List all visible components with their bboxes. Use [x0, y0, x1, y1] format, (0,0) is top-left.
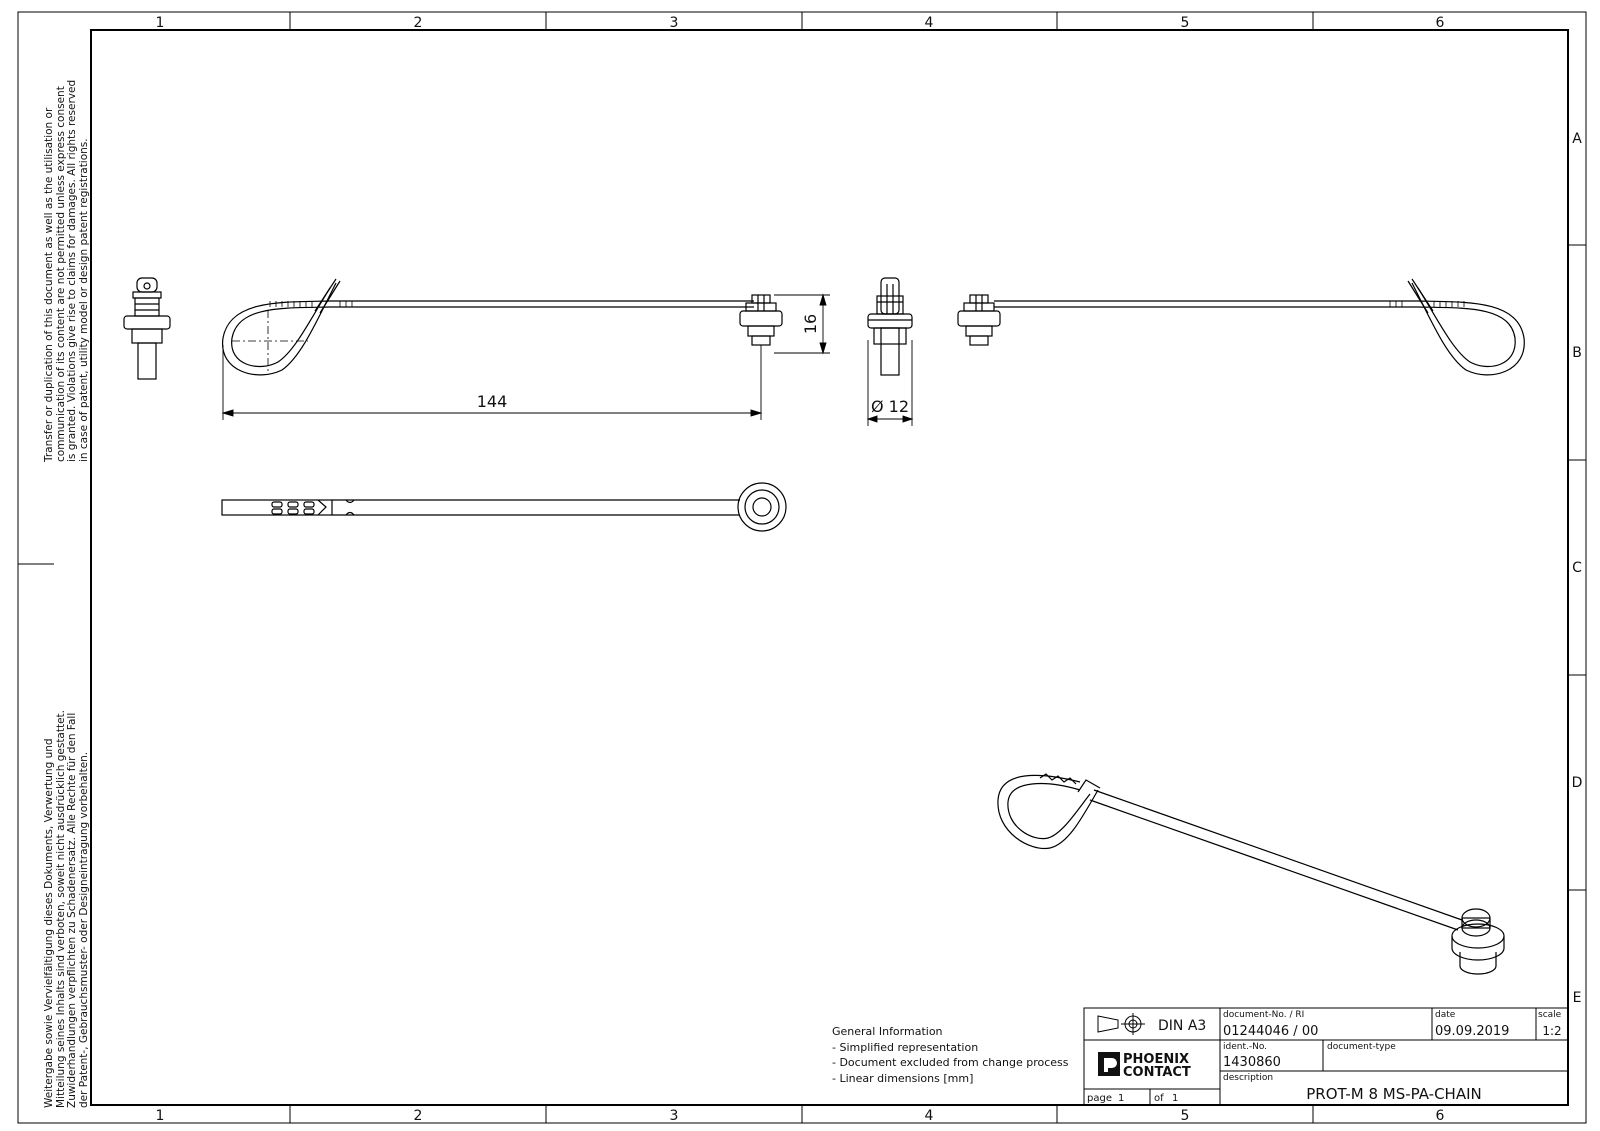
center-lines: [232, 310, 308, 374]
column-label-bottom: 4: [925, 1108, 934, 1124]
title-block-grid: [1083, 1007, 1569, 1106]
projection-symbol-icon: [1097, 1013, 1145, 1035]
note-line: is granted. Violations give rise to clai…: [66, 79, 78, 462]
column-dividers: [289, 12, 1586, 1123]
description-value: PROT-M 8 MS-PA-CHAIN: [1306, 1085, 1481, 1103]
plug-side-view-left: [123, 277, 171, 380]
note-line: in case of patent, utility model or desi…: [77, 138, 90, 462]
dimension-length: [221, 345, 763, 420]
note-line: Weitergabe sowie Vervielfältigung dieses…: [43, 738, 55, 1108]
of-label: of: [1154, 1093, 1164, 1104]
column-label-top: 4: [925, 15, 934, 31]
page-label: page: [1087, 1093, 1112, 1104]
copyright-note-de: Weitergabe sowie Vervielfältigung dieses…: [43, 608, 90, 1108]
column-label-top: 2: [414, 15, 423, 31]
general-information: General Information - Simplified represe…: [832, 1024, 1069, 1086]
scale-label: scale: [1538, 1010, 1562, 1020]
column-label-top: 3: [670, 15, 679, 31]
general-information-title: General Information: [832, 1025, 943, 1038]
ident-label: ident.-No.: [1223, 1042, 1267, 1052]
chain-rear-view: [957, 278, 1525, 376]
column-label-bottom: 5: [1181, 1108, 1190, 1124]
column-label-top: 5: [1181, 15, 1190, 31]
column-label-bottom: 2: [414, 1108, 423, 1124]
of-value: 1: [1172, 1093, 1178, 1104]
inner-frame: [90, 29, 1569, 1106]
general-information-item: - Linear dimensions [mm]: [832, 1071, 974, 1085]
note-line: der Patent-, Gebrauchsmuster- oder Desig…: [77, 751, 90, 1108]
row-label: B: [1572, 345, 1582, 361]
doc-no-label: document-No. / RI: [1223, 1010, 1304, 1020]
column-label-bottom: 1: [156, 1108, 165, 1124]
note-line: Zuwiderhandlungen verpflichten zu Schade…: [66, 712, 78, 1108]
row-label: E: [1573, 990, 1582, 1006]
column-label-bottom: 3: [670, 1108, 679, 1124]
page-value: 1: [1118, 1093, 1124, 1104]
row-label: A: [1572, 131, 1582, 147]
outer-border: [17, 11, 1587, 1124]
column-label-bottom: 6: [1436, 1108, 1445, 1124]
dimension-diameter-label: Ø 12: [871, 397, 909, 416]
format-label: DIN A3: [1158, 1018, 1206, 1034]
plug-side-view-center: [867, 277, 913, 376]
row-label: D: [1572, 775, 1583, 791]
scale-value: 1:2: [1542, 1024, 1561, 1038]
logo-line-2: CONTACT: [1123, 1065, 1191, 1080]
chain-top-view: [221, 482, 787, 532]
dimension-height-label: 16: [801, 314, 820, 334]
date-label: date: [1435, 1010, 1456, 1020]
date-value: 09.09.2019: [1435, 1024, 1509, 1039]
chain-front-view: [222, 278, 754, 376]
description-label: description: [1223, 1073, 1273, 1083]
plug-front-view: [739, 294, 783, 346]
general-information-item: - Document excluded from change process: [832, 1056, 1069, 1069]
dimension-length-label: 144: [477, 392, 508, 411]
note-line: Transfer or duplication of this document…: [43, 107, 55, 462]
doctype-label: document-type: [1327, 1042, 1396, 1052]
ident-value: 1430860: [1223, 1055, 1281, 1070]
column-label-top: 6: [1436, 15, 1445, 31]
doc-no-value: 01244046 / 00: [1223, 1024, 1318, 1039]
row-label: C: [1572, 560, 1582, 576]
copyright-note-en: Transfer or duplication of this document…: [43, 0, 90, 462]
dimension-height: [774, 293, 830, 355]
chain-isometric-view: [997, 773, 1505, 975]
logo-line-1: PHOENIX: [1123, 1052, 1189, 1067]
column-label-top: 1: [156, 15, 165, 31]
dimension-diameter: [866, 340, 914, 426]
general-information-item: - Simplified representation: [832, 1040, 979, 1054]
phoenix-contact-logo: PHOENIX CONTACT: [1098, 1052, 1191, 1080]
